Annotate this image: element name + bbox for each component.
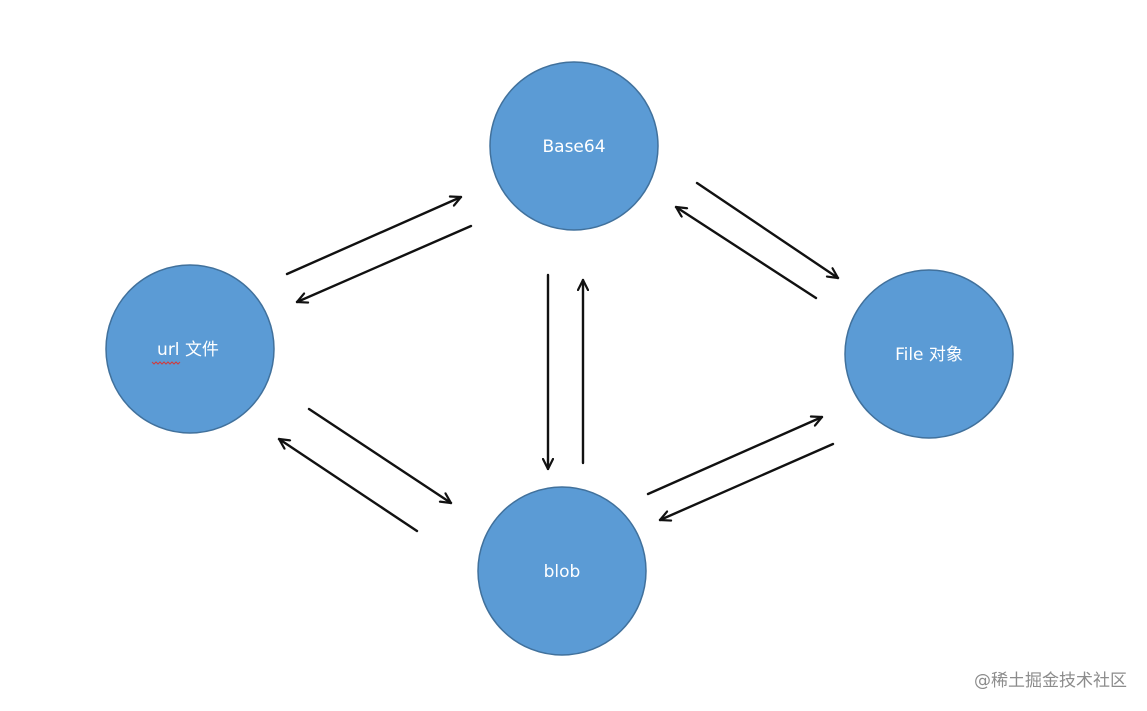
node-file: File 对象 <box>844 269 1014 439</box>
spellcheck-underline <box>151 361 181 365</box>
node-blob-label: blob <box>544 562 581 582</box>
node-url-label: url 文件 <box>157 340 219 360</box>
node-url-circle <box>105 264 275 434</box>
node-blob-circle <box>477 486 647 656</box>
arrow-blob-to-file <box>646 417 824 496</box>
node-base64-circle <box>489 61 659 231</box>
node-file-label: File 对象 <box>895 345 963 365</box>
node-blob: blob <box>477 486 647 656</box>
node-base64-label: Base64 <box>542 137 605 157</box>
arrow-file-to-blob <box>658 442 835 520</box>
arrow-url-to-base64 <box>285 197 463 276</box>
node-base64: Base64 <box>489 61 659 231</box>
watermark: @稀土掘金技术社区 <box>974 671 1127 691</box>
arrow-blob-to-url <box>277 437 419 533</box>
arrow-url-to-blob <box>307 407 453 505</box>
arrow-base64-to-file <box>695 181 840 280</box>
arrow-file-to-base64 <box>674 205 818 300</box>
node-file-circle <box>844 269 1014 439</box>
node-url: url 文件 <box>105 264 275 434</box>
arrow-base64-to-url <box>295 224 473 302</box>
